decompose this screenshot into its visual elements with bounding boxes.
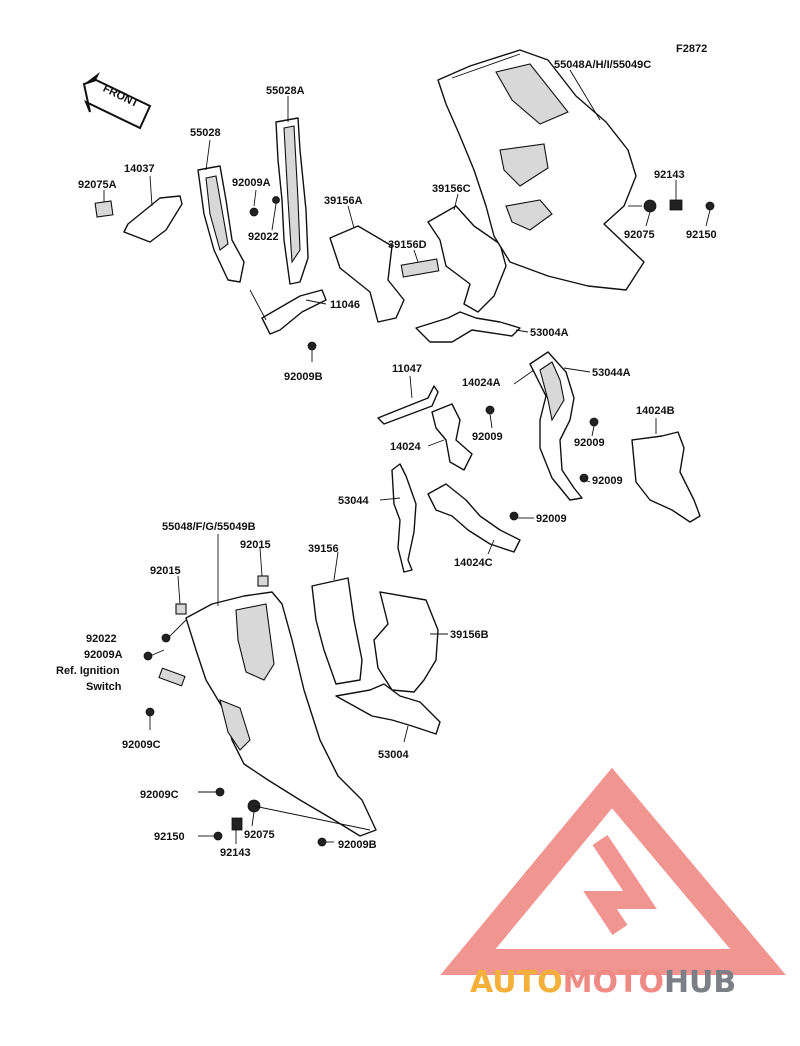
- label-92075A: 92075A: [78, 179, 117, 191]
- figure-code: F2872: [676, 43, 707, 55]
- label-92009A-top: 92009A: [232, 177, 271, 189]
- bracket-11047: [377, 385, 439, 425]
- bolt-92009-d: [509, 511, 519, 521]
- bracket-53004A: [415, 311, 521, 343]
- screw-92150-bot: [213, 831, 223, 841]
- label-14024C: 14024C: [454, 557, 493, 569]
- label-14037: 14037: [124, 163, 155, 175]
- pad-39156A: [329, 225, 405, 323]
- label-11047: 11047: [392, 363, 422, 375]
- bolt-92009A-bot: [143, 651, 153, 661]
- label-11046: 11046: [330, 299, 360, 311]
- frame-14024A-53044A: [529, 351, 583, 501]
- bolt-92009A-top: [249, 207, 259, 217]
- watermark-logo: [440, 767, 786, 975]
- label-55048A: 55048A/H/I/55049C: [554, 59, 651, 71]
- watermark-text: AUTOMOTOHUB: [470, 965, 736, 1000]
- label-14024: 14024: [390, 441, 421, 453]
- bracket-53004: [335, 683, 441, 735]
- label-39156A: 39156A: [324, 195, 363, 207]
- label-39156B: 39156B: [450, 629, 489, 641]
- washer-92022-bot: [161, 633, 171, 643]
- label-92143-bot: 92143: [220, 847, 251, 859]
- pad-39156D: [400, 258, 440, 278]
- label-92075-bot: 92075: [244, 829, 275, 841]
- label-14024B: 14024B: [636, 405, 675, 417]
- label-92009A-bot: 92009A: [84, 649, 123, 661]
- label-92009B-bot: 92009B: [338, 839, 377, 851]
- clip-92015-b: [257, 575, 269, 587]
- label-92009-a: 92009: [472, 431, 503, 443]
- bolt-92009-b: [589, 417, 599, 427]
- label-53044: 53044: [338, 495, 369, 507]
- label-39156C: 39156C: [432, 183, 471, 195]
- label-14024A: 14024A: [462, 377, 501, 389]
- bracket-14037: [94, 195, 183, 243]
- bolt-92009-c: [579, 473, 589, 483]
- label-92009-d: 92009: [536, 513, 567, 525]
- label-53004A: 53004A: [530, 327, 569, 339]
- bracket-14024C: [427, 483, 521, 553]
- bracket-55028A: [275, 117, 309, 285]
- label-55028A: 55028A: [266, 85, 305, 97]
- clip-92015-a: [175, 603, 187, 615]
- cover-14024B: [631, 431, 701, 523]
- label-ref-ignition: Ref. Ignition: [56, 665, 120, 677]
- front-arrow-icon: FRONT: [82, 72, 152, 130]
- label-39156D: 39156D: [388, 239, 427, 251]
- leader-lines: [103, 69, 711, 844]
- bolt-92009-a: [485, 405, 495, 415]
- svg-text:AUTOMOTOHUB: AUTOMOTOHUB: [470, 965, 736, 1000]
- label-92009-c: 92009: [592, 475, 623, 487]
- label-ref-switch: Switch: [86, 681, 122, 693]
- label-92009C-b: 92009C: [140, 789, 179, 801]
- label-92075-top: 92075: [624, 229, 655, 241]
- bushing-92143-top: [669, 199, 683, 211]
- bracket-55028: [197, 165, 245, 283]
- pad-39156B: [373, 591, 439, 693]
- bracket-11046: [249, 289, 327, 335]
- screw-92150-top: [705, 201, 715, 211]
- ignition-switch-bracket: [158, 667, 186, 687]
- lower-cowl-55048F: [185, 591, 377, 837]
- bolt-92009C-a: [145, 707, 155, 717]
- label-92022-bot: 92022: [86, 633, 117, 645]
- label-92009B-top: 92009B: [284, 371, 323, 383]
- label-55048F: 55048/F/G/55049B: [162, 521, 256, 533]
- label-92015-a: 92015: [240, 539, 271, 551]
- bracket-14024: [431, 403, 473, 471]
- label-92009C-a: 92009C: [122, 739, 161, 751]
- label-92150-top: 92150: [686, 229, 717, 241]
- pad-39156: [311, 577, 363, 685]
- nut-92075-top: [643, 199, 657, 213]
- label-92015-b: 92015: [150, 565, 181, 577]
- label-53044A: 53044A: [592, 367, 631, 379]
- bolt-92009B-top: [307, 341, 317, 351]
- label-55028: 55028: [190, 127, 221, 139]
- bolt-92009C-b: [215, 787, 225, 797]
- label-92022-top: 92022: [248, 231, 279, 243]
- label-92150-bot: 92150: [154, 831, 185, 843]
- washer-92022-top: [272, 196, 280, 204]
- label-92143-top: 92143: [654, 169, 685, 181]
- label-92009-b: 92009: [574, 437, 605, 449]
- label-39156: 39156: [308, 543, 339, 555]
- bolt-92009B-bot: [317, 837, 327, 847]
- upper-cowl-55048A: [437, 49, 645, 291]
- label-53004: 53004: [378, 749, 409, 761]
- pad-39156C: [427, 205, 507, 313]
- trim-53044: [391, 463, 417, 573]
- bushing-92143-bot: [231, 817, 243, 831]
